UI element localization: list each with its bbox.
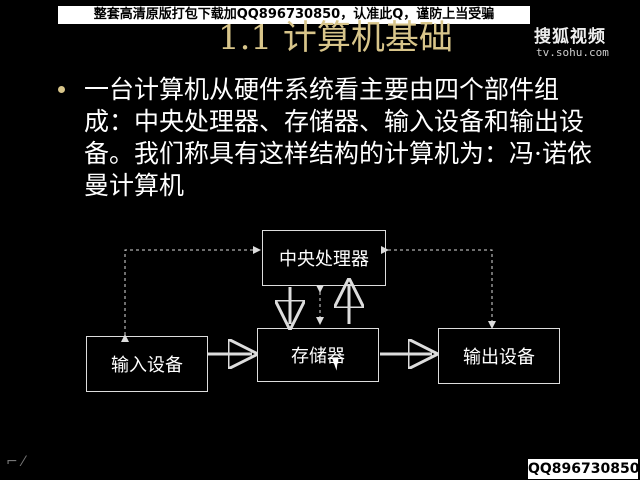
cpu-box: 中央处理器 xyxy=(262,230,386,286)
slide-title: 1.1 计算机基础 xyxy=(218,18,453,58)
output-device-box: 输出设备 xyxy=(438,328,560,384)
cpu-output-dashed-arrow xyxy=(381,246,496,329)
input-device-box: 输入设备 xyxy=(86,336,208,392)
bullet-icon xyxy=(58,86,65,93)
corner-mark: ⌐ ⁄ xyxy=(6,454,25,470)
sohu-logo: 搜狐视频 xyxy=(534,27,606,47)
qq-watermark: QQ896730850 xyxy=(528,459,640,479)
memory-box: 存储器 xyxy=(257,328,379,382)
input-cpu-dashed-arrow xyxy=(121,246,261,342)
sohu-site: tv.sohu.com xyxy=(536,46,609,59)
promo-banner: 整套高清原版打包下载加QQ896730850，认准此Q，谨防上当受骗 xyxy=(58,6,530,24)
slide-body: 一台计算机从硬件系统看主要由四个部件组成：中央处理器、存储器、输入设备和输出设备… xyxy=(84,75,592,200)
